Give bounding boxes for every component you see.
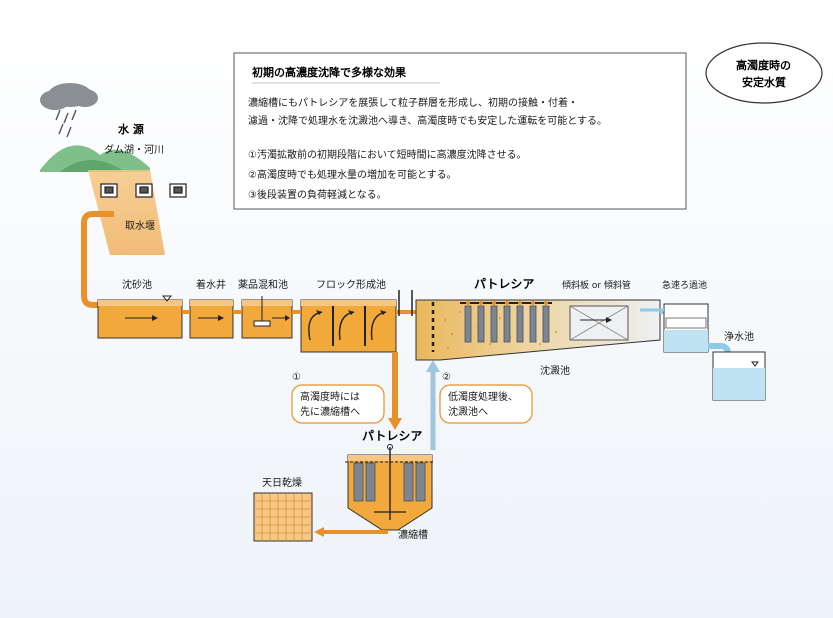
callout-high-turbidity: 高濁度時には 先に濃縮槽へ (291, 384, 385, 424)
intake-label: 取水堰 (125, 220, 155, 232)
sedimentation-basin (415, 299, 661, 361)
mixing-label: 薬品混和池 (238, 278, 288, 291)
source-sub-label: ダム湖・河川 (104, 143, 164, 156)
mountain-icon (40, 145, 150, 172)
grit-label: 沈砂池 (122, 278, 152, 291)
clear-well (712, 351, 766, 401)
rapid-filter-label: 急速ろ過池 (662, 279, 707, 291)
arrow-up-icon (426, 360, 440, 372)
mixing-basin (241, 296, 293, 339)
callout-low-turbidity: 低濁度処理後、 沈澱池へ (439, 384, 533, 424)
floc-label: フロック形成池 (316, 278, 386, 291)
floc-basin (300, 299, 397, 353)
arrow-down-icon (388, 418, 402, 430)
arrow-left-icon (314, 527, 324, 537)
info-title: 初期の高濃度沈降で多様な効果 (252, 65, 406, 79)
sun-drying-label: 天日乾燥 (262, 476, 302, 489)
info-body-2: 濾過・沈降で処理水を沈澱池へ導き、高濁度時でも安定した運転を可能とする。 (248, 114, 607, 127)
svg-text:安定水質: 安定水質 (742, 75, 786, 89)
info-panel: 初期の高濃度沈降で多様な効果 濃縮槽にもパトレシアを展張して粒子群層を形成し、初… (233, 52, 687, 210)
rain-icon (55, 109, 77, 138)
thickener-tank (345, 444, 435, 531)
info-item-3: ③後段装置の負荷軽減となる。 (248, 188, 387, 201)
svg-text:高濁度時には: 高濁度時には (300, 390, 360, 403)
svg-text:高濁度時の: 高濁度時の (736, 58, 791, 72)
source-label: 水 源 (118, 122, 144, 136)
sedimentation-label: 沈澱池 (540, 364, 570, 377)
info-item-1: ①汚濁拡散前の初期段階において短時間に高濃度沈降させる。 (248, 148, 527, 161)
cloud-icon (40, 83, 98, 110)
svg-text:沈澱池へ: 沈澱池へ (448, 405, 488, 418)
info-item-2: ②高濁度時でも処理水量の増加を可能とする。 (248, 168, 457, 181)
callout-1-number: ① (292, 372, 301, 383)
patrecia-main-label: パトレシア (474, 277, 534, 291)
svg-text:先に濃縮槽へ: 先に濃縮槽へ (300, 405, 360, 418)
sun-drying-bed (253, 492, 313, 542)
tilted-plate-label: 傾斜板 or 傾斜管 (562, 279, 631, 291)
info-body-1: 濃縮槽にもパトレシアを展張して粒子群層を形成し、初期の接触・付着・ (248, 96, 578, 109)
stable-quality-badge: 高濁度時の 安定水質 (705, 42, 823, 104)
thickener-label: 濃縮槽 (398, 528, 428, 541)
receiving-well (189, 299, 234, 339)
svg-text:低濁度処理後、: 低濁度処理後、 (448, 390, 518, 403)
well-label: 着水井 (196, 278, 226, 291)
patrecia-thickener-label: パトレシア (362, 429, 422, 443)
clear-well-label: 浄水池 (724, 330, 754, 343)
callout-2-number: ② (442, 372, 451, 383)
grit-chamber (97, 295, 183, 339)
intake-gates (100, 183, 187, 198)
intake-pipe (81, 211, 114, 308)
rapid-filter (640, 303, 709, 353)
